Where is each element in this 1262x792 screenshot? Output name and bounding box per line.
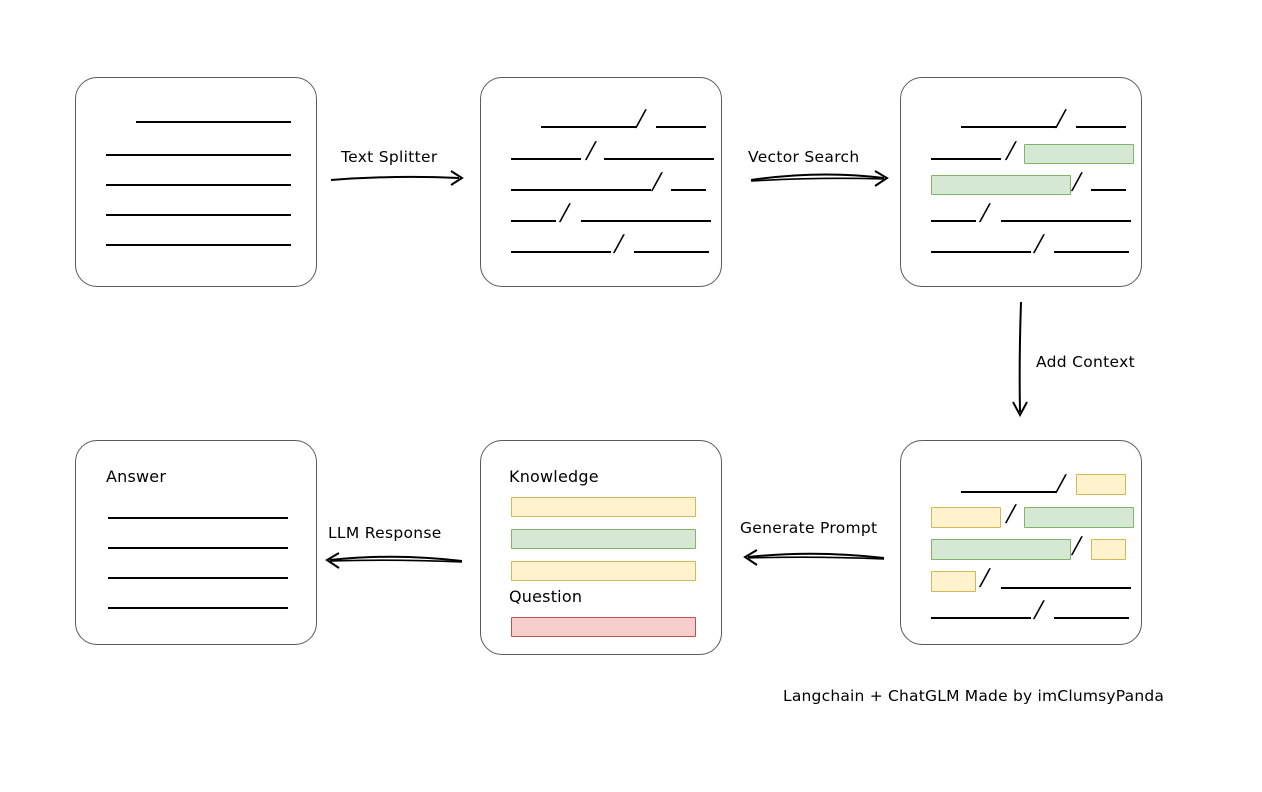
chunk-highlight-green	[931, 539, 1071, 560]
chunk-highlight-yellow	[1076, 474, 1126, 495]
prompt-question-heading: Question	[509, 587, 583, 606]
node-vector-search-results[interactable]: / / / / /	[900, 77, 1142, 287]
node-context-added-chunks[interactable]: / / / / /	[900, 440, 1142, 645]
chunk-separator: /	[1056, 471, 1066, 497]
node-source-document[interactable]	[75, 77, 317, 287]
chunk-segment	[511, 220, 556, 222]
chunk-highlight-yellow	[1091, 539, 1126, 560]
chunk-separator: /	[980, 200, 990, 226]
question-bar[interactable]	[511, 617, 696, 637]
chunk-segment	[931, 617, 1031, 619]
document-line	[136, 121, 291, 123]
chunk-segment	[1054, 251, 1129, 253]
knowledge-bar[interactable]	[511, 497, 696, 517]
edge-label-llm-response: LLM Response	[328, 524, 442, 542]
chunk-segment	[541, 126, 636, 128]
answer-heading: Answer	[106, 467, 167, 486]
edge-label-add-context: Add Context	[1036, 353, 1135, 371]
chunk-segment	[1076, 126, 1126, 128]
edge-label-generate-prompt: Generate Prompt	[740, 519, 878, 537]
chunk-highlight-green	[1024, 144, 1134, 164]
chunk-highlight-yellow	[931, 571, 976, 592]
chunk-highlight-green	[931, 175, 1071, 195]
chunk-segment	[511, 189, 651, 191]
answer-line	[108, 517, 288, 519]
chunk-segment	[961, 126, 1056, 128]
chunk-separator: /	[1034, 231, 1044, 257]
answer-line	[108, 547, 288, 549]
edge-label-vector-search: Vector Search	[748, 148, 860, 166]
document-line	[106, 214, 291, 216]
chunk-segment	[961, 491, 1056, 493]
chunk-separator: /	[1006, 138, 1016, 164]
document-line	[106, 244, 291, 246]
chunk-segment	[671, 189, 706, 191]
chunk-separator: /	[560, 200, 570, 226]
node-split-chunks[interactable]: / / / / /	[480, 77, 722, 287]
chunk-highlight-green	[1024, 507, 1134, 528]
answer-line	[108, 577, 288, 579]
chunk-highlight-yellow	[931, 507, 1001, 528]
document-line	[106, 184, 291, 186]
answer-line	[108, 607, 288, 609]
chunk-segment	[1054, 617, 1129, 619]
knowledge-bar[interactable]	[511, 561, 696, 581]
chunk-separator: /	[652, 169, 662, 195]
chunk-separator: /	[614, 231, 624, 257]
edge-text-splitter-arrow	[330, 170, 464, 186]
edge-generate-prompt-arrow	[743, 549, 885, 566]
chunk-separator: /	[1006, 501, 1016, 527]
chunk-segment	[931, 158, 1001, 160]
chunk-segment	[604, 158, 714, 160]
chunk-separator: /	[980, 565, 990, 591]
chunk-segment	[634, 251, 709, 253]
chunk-segment	[1001, 220, 1131, 222]
node-prompt[interactable]: Knowledge Question	[480, 440, 722, 655]
chunk-segment	[931, 220, 976, 222]
edge-vector-search-arrow	[750, 170, 889, 187]
chunk-separator: /	[1072, 533, 1082, 559]
edge-add-context-arrow	[1012, 301, 1028, 418]
chunk-separator: /	[636, 106, 646, 132]
edge-label-text-splitter: Text Splitter	[341, 148, 438, 166]
chunk-segment	[1091, 189, 1126, 191]
chunk-segment	[511, 251, 611, 253]
node-answer[interactable]: Answer	[75, 440, 317, 645]
chunk-separator: /	[586, 138, 596, 164]
chunk-segment	[931, 251, 1031, 253]
chunk-segment	[1001, 587, 1131, 589]
chunk-separator: /	[1056, 106, 1066, 132]
document-line	[106, 154, 291, 156]
knowledge-bar[interactable]	[511, 529, 696, 549]
chunk-separator: /	[1072, 169, 1082, 195]
edge-llm-response-arrow	[325, 552, 463, 569]
chunk-segment	[656, 126, 706, 128]
chunk-segment	[511, 158, 581, 160]
footer-credit: Langchain + ChatGLM Made by imClumsyPand…	[783, 687, 1165, 705]
chunk-segment	[581, 220, 711, 222]
prompt-knowledge-heading: Knowledge	[509, 467, 599, 486]
chunk-separator: /	[1034, 597, 1044, 623]
